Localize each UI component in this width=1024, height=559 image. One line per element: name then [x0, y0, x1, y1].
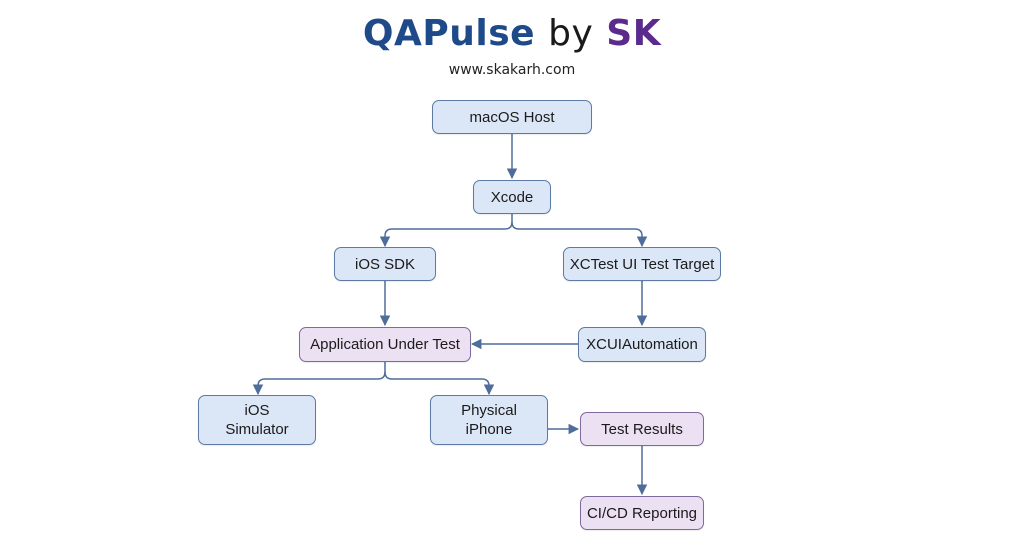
- brand-by: by: [548, 13, 594, 54]
- node-xcuiautomation-label: XCUIAutomation: [586, 336, 698, 353]
- brand-name: QAPulse: [362, 13, 536, 54]
- node-cicd-reporting-label: CI/CD Reporting: [586, 504, 698, 522]
- node-xcode-label: Xcode: [490, 188, 534, 206]
- edge-xcode-to-xctest: [511, 221, 648, 248]
- node-xcuiautomation: XCUIAutomation: [578, 327, 706, 362]
- node-physical-iphone-label-line2: iPhone: [465, 421, 513, 438]
- node-physical-iphone-label-line1: Physical: [461, 402, 517, 419]
- node-xctest-target-label: XCTest UI Test Target: [569, 255, 715, 273]
- edge-app-to-iphone: [384, 371, 495, 396]
- node-ios-simulator: iOS Simulator: [198, 395, 316, 445]
- node-test-results-label: Test Results: [601, 420, 683, 438]
- node-ios-simulator-label-line2: Simulator: [225, 421, 289, 438]
- node-ios-sdk-label: iOS SDK: [354, 255, 415, 273]
- node-test-results: Test Results: [580, 412, 704, 446]
- node-application-under-test-label: Application Under Test: [310, 336, 460, 353]
- node-macos-host: macOS Host: [432, 100, 592, 134]
- node-ios-sdk: iOS SDK: [334, 247, 436, 281]
- node-macos-host-label: macOS Host: [469, 108, 555, 126]
- website-url: www.skakarh.com: [448, 62, 576, 78]
- node-ios-simulator-label-line1: iOS: [244, 402, 270, 419]
- brand-initials: SK: [606, 13, 662, 54]
- edge-xcode-to-iossdk: [379, 214, 513, 248]
- brand-title: QAPulse by SK: [0, 12, 1024, 56]
- node-application-under-test: Application Under Test: [299, 327, 471, 362]
- node-xcode: Xcode: [473, 180, 551, 214]
- node-xctest-target: XCTest UI Test Target: [563, 247, 721, 281]
- edge-app-to-simulator: [252, 362, 386, 396]
- node-cicd-reporting: CI/CD Reporting: [580, 496, 704, 530]
- node-physical-iphone: Physical iPhone: [430, 395, 548, 445]
